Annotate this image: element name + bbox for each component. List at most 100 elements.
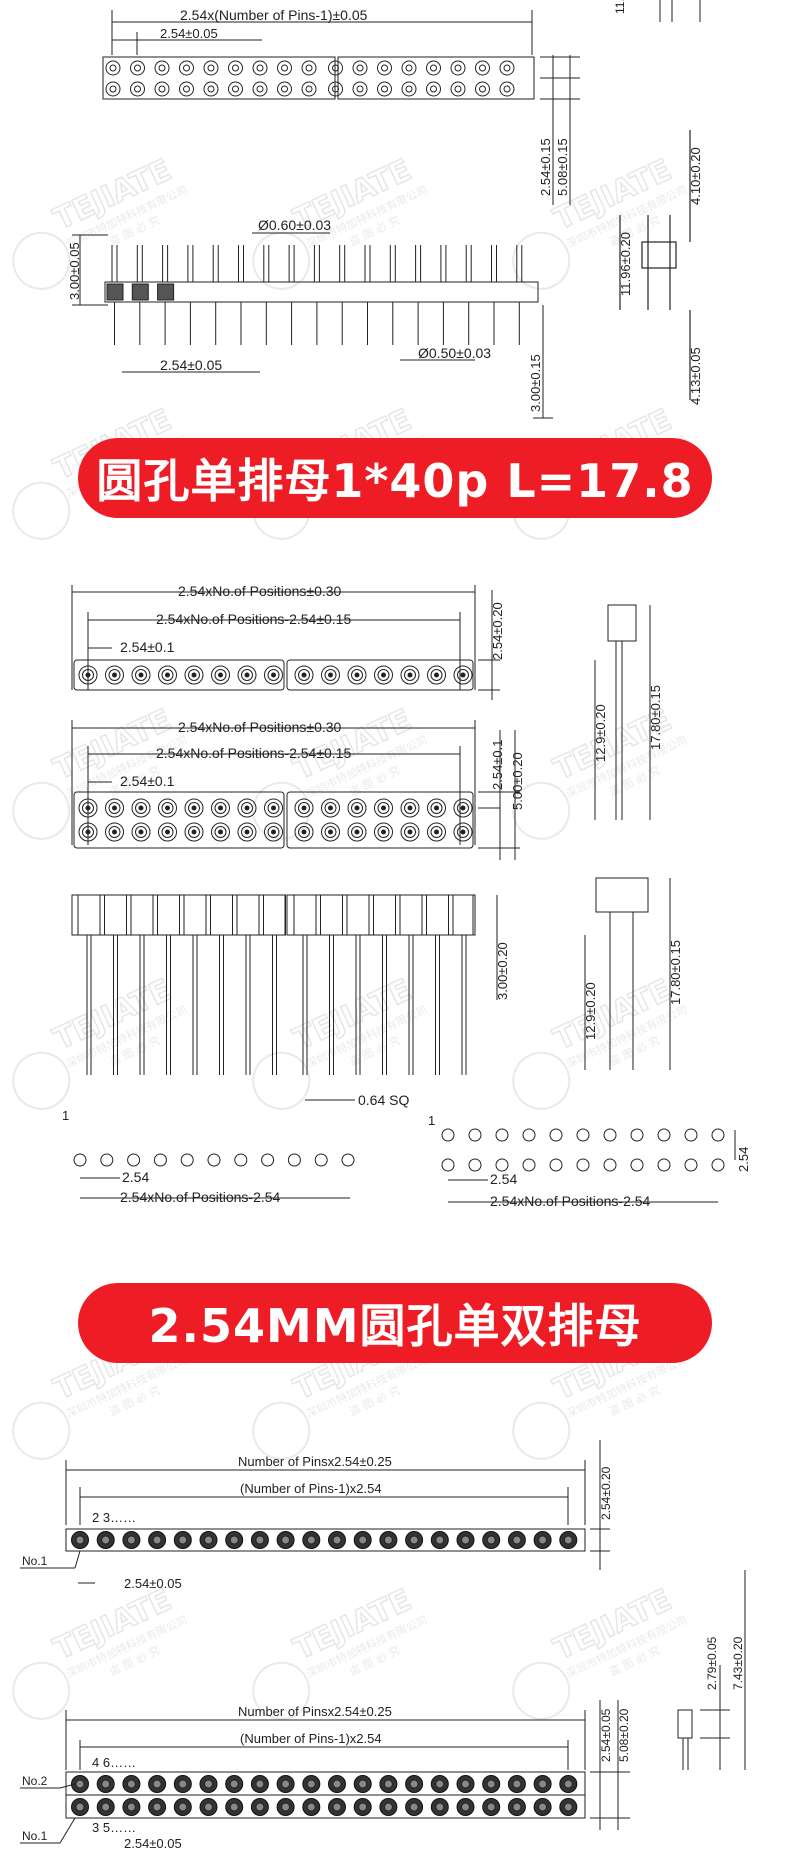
socket-hole-mid — [161, 669, 174, 681]
pin-hole-outer — [475, 60, 490, 76]
socket-hole-center — [434, 672, 439, 678]
socket-hole-outer — [453, 822, 473, 842]
pin-hole-inner — [381, 85, 388, 93]
socket-hole-center — [460, 829, 466, 835]
footprint-pad — [468, 1158, 482, 1172]
socket-contact-inner — [383, 1802, 393, 1812]
socket-hole-center — [271, 805, 276, 811]
pin-hole-inner — [134, 85, 141, 93]
socket-hole-center — [244, 829, 250, 835]
footprint-pad — [711, 1158, 725, 1172]
footprint-pad — [261, 1153, 275, 1167]
footprint-pad — [100, 1153, 114, 1167]
socket-hole-center — [244, 672, 250, 678]
socket-hole-outer — [347, 822, 367, 842]
socket-cell — [210, 894, 233, 936]
footprint-pad — [684, 1128, 698, 1142]
pin-hole-inner — [454, 85, 462, 93]
s3-double-pitch: 2.54±0.05 — [124, 1836, 182, 1851]
pin-hole-inner — [405, 64, 413, 72]
watermark-logo — [512, 1661, 571, 1720]
socket-hole-outer — [453, 798, 473, 818]
socket-contact-inner — [383, 1535, 393, 1545]
socket-contact-inner — [358, 1535, 368, 1545]
socket-hole-mid — [241, 802, 253, 814]
watermark-logo — [12, 231, 71, 290]
single-dim-height: 2.54±0.20 — [490, 602, 505, 660]
socket-hole-mid — [161, 802, 174, 814]
socket-hole-mid — [457, 802, 469, 814]
pin-hole-outer — [352, 81, 368, 97]
pin-hole-inner — [207, 64, 215, 72]
pin-hole-outer — [301, 60, 317, 76]
socket-hole-outer — [347, 665, 367, 685]
socket-contact-inner — [75, 1779, 85, 1789]
socket-hole-outer — [131, 798, 151, 818]
socket-hole-center — [301, 672, 307, 678]
watermark-logo — [252, 1401, 311, 1460]
s3-single-height: 2.54±0.20 — [599, 1466, 613, 1520]
fp-double-pin1: 1 — [428, 1113, 435, 1128]
section-round-hole-socket — [71, 585, 736, 1203]
socket-hole-center — [85, 672, 91, 678]
socket-cell — [236, 894, 260, 936]
footprint-pad — [207, 1153, 221, 1167]
socket-contact-inner — [204, 1535, 213, 1545]
socket-hole-mid — [161, 826, 174, 838]
socket-hole-outer — [400, 822, 420, 842]
socket-hole-outer — [400, 798, 420, 818]
socket-hole-center — [138, 805, 144, 811]
pin-hole-outer — [154, 60, 170, 76]
fp-double-row: 2.54 — [736, 1147, 751, 1172]
socket-hole-center — [407, 805, 413, 811]
footprint-pad — [657, 1158, 671, 1172]
pin-cross-section — [106, 283, 124, 301]
pin-hole-inner — [281, 64, 288, 72]
socket-hole-center — [434, 805, 439, 811]
socket-contact-inner — [101, 1779, 111, 1789]
socket-contact-inner — [126, 1779, 136, 1789]
socket-hole-mid — [404, 669, 416, 681]
socket-contact-inner — [409, 1535, 419, 1545]
socket-hole-outer — [158, 798, 177, 818]
socket-hole-outer — [400, 665, 420, 685]
socket-hole-mid — [377, 826, 390, 838]
socket-contact-inner — [229, 1779, 239, 1789]
banner-title: 2.54MM圆孔单双排母 — [148, 1299, 642, 1353]
pin-hole-inner — [503, 64, 511, 72]
socket-hole-mid — [135, 826, 147, 838]
socket-hole-outer — [237, 665, 257, 685]
socket-contact-inner — [332, 1802, 342, 1812]
corner-fragment-label: 11. — [613, 0, 627, 14]
s3-double-pin-seq-top: 4 6…… — [92, 1755, 136, 1770]
socket-contact-inner — [101, 1802, 111, 1812]
pin-hole-inner — [158, 64, 166, 72]
pin-hole-inner — [232, 64, 239, 72]
socket-hole-mid — [135, 802, 147, 814]
double-dim-inner: 2.54xNo.of Positions-2.54±0.15 — [156, 745, 351, 761]
socket-hole-mid — [351, 669, 363, 681]
single-dim-pitch: 2.54±0.1 — [120, 639, 175, 655]
socket-hole-mid — [267, 802, 280, 814]
socket-hole-center — [328, 805, 333, 811]
dim-tail-height: 3.00±0.15 — [528, 354, 543, 412]
socket-hole-outer — [211, 798, 230, 818]
socket-hole-mid — [404, 826, 416, 838]
footprint-pad — [153, 1153, 167, 1167]
pin-hole-outer — [228, 81, 243, 97]
pin-hole-outer — [426, 81, 441, 97]
socket-hole-center — [191, 672, 197, 678]
pin-hole-inner — [430, 85, 437, 93]
socket-contact-inner — [152, 1802, 162, 1812]
s3-double-dim-total: Number of Pinsx2.54±0.25 — [238, 1704, 392, 1719]
watermark-logo — [12, 481, 71, 540]
socket-contact-inner — [435, 1779, 445, 1789]
socket-hole-mid — [457, 826, 469, 838]
pin-hole-inner — [454, 64, 462, 72]
socket-hole-outer — [184, 798, 204, 818]
socket-contact-inner — [538, 1535, 548, 1545]
pin-hole-outer — [328, 60, 343, 76]
socket-hole-center — [165, 805, 170, 811]
socket-hole-outer — [427, 798, 446, 818]
